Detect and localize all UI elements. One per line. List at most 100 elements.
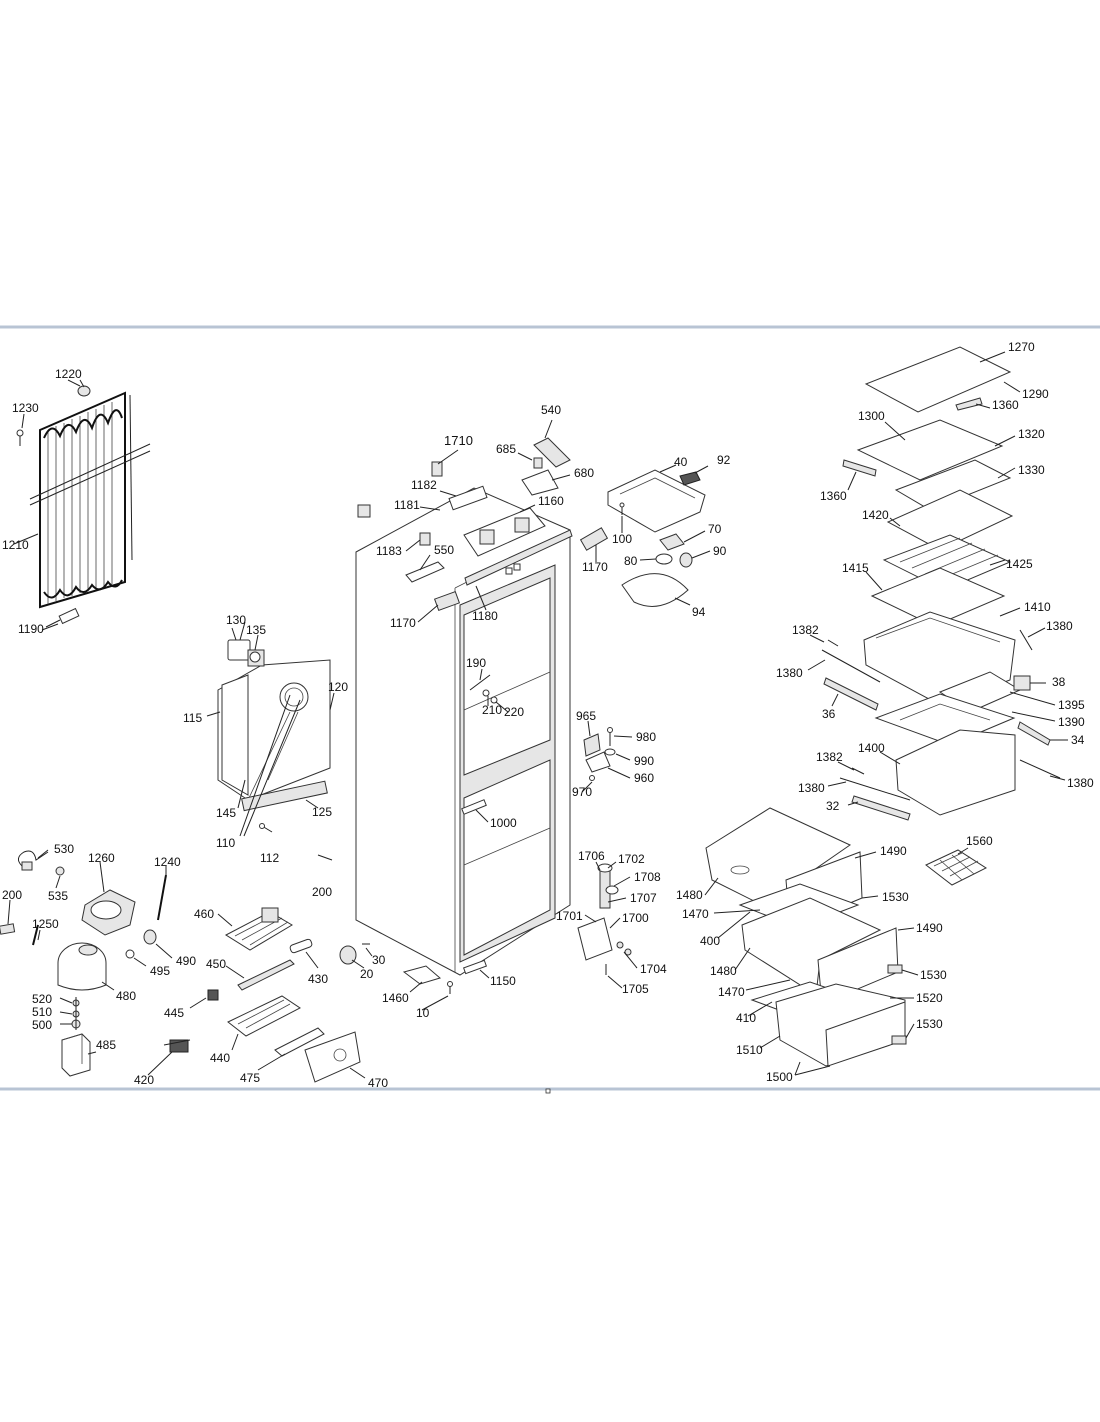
label-90: 90 bbox=[713, 544, 727, 558]
label-1180: 1180 bbox=[472, 609, 498, 623]
label-112: 112 bbox=[260, 851, 279, 865]
rear-panel-470 bbox=[304, 1031, 361, 1083]
rail-36 bbox=[823, 677, 879, 711]
label-1490: 1490 bbox=[916, 921, 943, 935]
hinge-960 bbox=[585, 751, 611, 773]
condenser-screw bbox=[16, 429, 24, 446]
shelf-1330 bbox=[894, 459, 1012, 511]
control-box-485 bbox=[61, 1033, 91, 1077]
pin-210 bbox=[482, 689, 490, 697]
label-1470: 1470 bbox=[718, 985, 745, 999]
fan-motor bbox=[227, 639, 265, 667]
label-1360: 1360 bbox=[820, 489, 847, 503]
label-1360: 1360 bbox=[992, 398, 1019, 412]
screw-112 bbox=[259, 823, 273, 833]
label-1170: 1170 bbox=[582, 560, 608, 574]
label-1702: 1702 bbox=[618, 852, 645, 866]
trim-1360a bbox=[955, 397, 983, 411]
bolt-stack bbox=[71, 997, 81, 1030]
label-410: 410 bbox=[736, 1011, 756, 1025]
label-1240: 1240 bbox=[154, 855, 181, 869]
label-200: 200 bbox=[2, 888, 22, 902]
label-1382: 1382 bbox=[816, 750, 843, 764]
label-1480: 1480 bbox=[676, 888, 703, 902]
washer-990 bbox=[604, 748, 616, 756]
label-1530: 1530 bbox=[920, 968, 947, 982]
tube-1250 bbox=[32, 924, 39, 946]
label-190: 190 bbox=[466, 656, 486, 670]
screw-10 bbox=[447, 981, 453, 994]
label-1320: 1320 bbox=[1018, 427, 1045, 441]
condenser-sleeve bbox=[45, 607, 80, 628]
tray-540 bbox=[533, 437, 571, 468]
lamp-cover-1170 bbox=[433, 590, 461, 612]
clip-535 bbox=[55, 866, 65, 876]
handle-1000 bbox=[461, 799, 487, 815]
label-1181: 1181 bbox=[394, 498, 420, 512]
tube-1240 bbox=[157, 874, 167, 921]
clip-38 bbox=[1013, 675, 1031, 691]
label-1490: 1490 bbox=[880, 844, 907, 858]
label-965: 965 bbox=[576, 709, 596, 723]
shelf-1320 bbox=[856, 419, 1004, 481]
label-1190: 1190 bbox=[18, 622, 44, 636]
label-1000: 1000 bbox=[490, 816, 517, 830]
label-1708: 1708 bbox=[634, 870, 661, 884]
clip-1382b bbox=[851, 767, 865, 775]
label-1420: 1420 bbox=[862, 508, 889, 522]
label-1415: 1415 bbox=[842, 561, 869, 575]
label-1520: 1520 bbox=[916, 991, 943, 1005]
label-1382: 1382 bbox=[792, 623, 819, 637]
label-1460: 1460 bbox=[382, 991, 409, 1005]
label-1480: 1480 bbox=[710, 964, 737, 978]
label-550: 550 bbox=[434, 543, 454, 557]
label-1150: 1150 bbox=[490, 974, 516, 988]
label-1330: 1330 bbox=[1018, 463, 1045, 477]
handle-550 bbox=[405, 561, 445, 583]
label-530: 530 bbox=[54, 842, 74, 856]
label-10: 10 bbox=[416, 1006, 430, 1020]
cover-92 bbox=[679, 471, 701, 486]
label-70: 70 bbox=[708, 522, 722, 536]
condenser-clip bbox=[77, 379, 91, 397]
label-485: 485 bbox=[96, 1038, 116, 1052]
control-panel-40 bbox=[607, 469, 706, 533]
label-100: 100 bbox=[612, 532, 632, 546]
label-1710: 1710 bbox=[444, 433, 473, 448]
label-38: 38 bbox=[1052, 675, 1066, 689]
label-1160: 1160 bbox=[538, 494, 564, 508]
label-450: 450 bbox=[206, 957, 226, 971]
label-1706: 1706 bbox=[578, 849, 605, 863]
label-520: 520 bbox=[32, 992, 52, 1006]
label-40: 40 bbox=[674, 455, 688, 469]
label-1705: 1705 bbox=[622, 982, 649, 996]
label-125: 125 bbox=[312, 805, 332, 819]
label-400: 400 bbox=[700, 934, 720, 948]
label-92: 92 bbox=[717, 453, 731, 467]
label-445: 445 bbox=[164, 1006, 184, 1020]
label-475: 475 bbox=[240, 1071, 260, 1085]
lamp-socket-80 bbox=[655, 553, 673, 565]
shelf-1415 bbox=[870, 567, 1006, 627]
shelf-1420 bbox=[886, 489, 1014, 551]
plug-70 bbox=[659, 533, 685, 551]
drawer-lower bbox=[775, 983, 907, 1067]
top-trim-1180 bbox=[464, 529, 573, 586]
label-1260: 1260 bbox=[88, 851, 115, 865]
label-1470: 1470 bbox=[682, 907, 709, 921]
label-430: 430 bbox=[308, 972, 328, 986]
compressor-480 bbox=[57, 942, 107, 991]
insulation-200 bbox=[0, 923, 16, 935]
trim-1360b bbox=[842, 459, 877, 477]
rail-1380d bbox=[1019, 759, 1061, 779]
label-1530: 1530 bbox=[882, 890, 909, 904]
label-135: 135 bbox=[246, 623, 266, 637]
label-34: 34 bbox=[1071, 733, 1085, 747]
label-470: 470 bbox=[368, 1076, 388, 1090]
label-495: 495 bbox=[150, 964, 170, 978]
evaporator-460 bbox=[224, 907, 293, 951]
screw-685 bbox=[533, 457, 543, 469]
label-200: 200 bbox=[312, 885, 332, 899]
foot-20 bbox=[339, 945, 357, 965]
